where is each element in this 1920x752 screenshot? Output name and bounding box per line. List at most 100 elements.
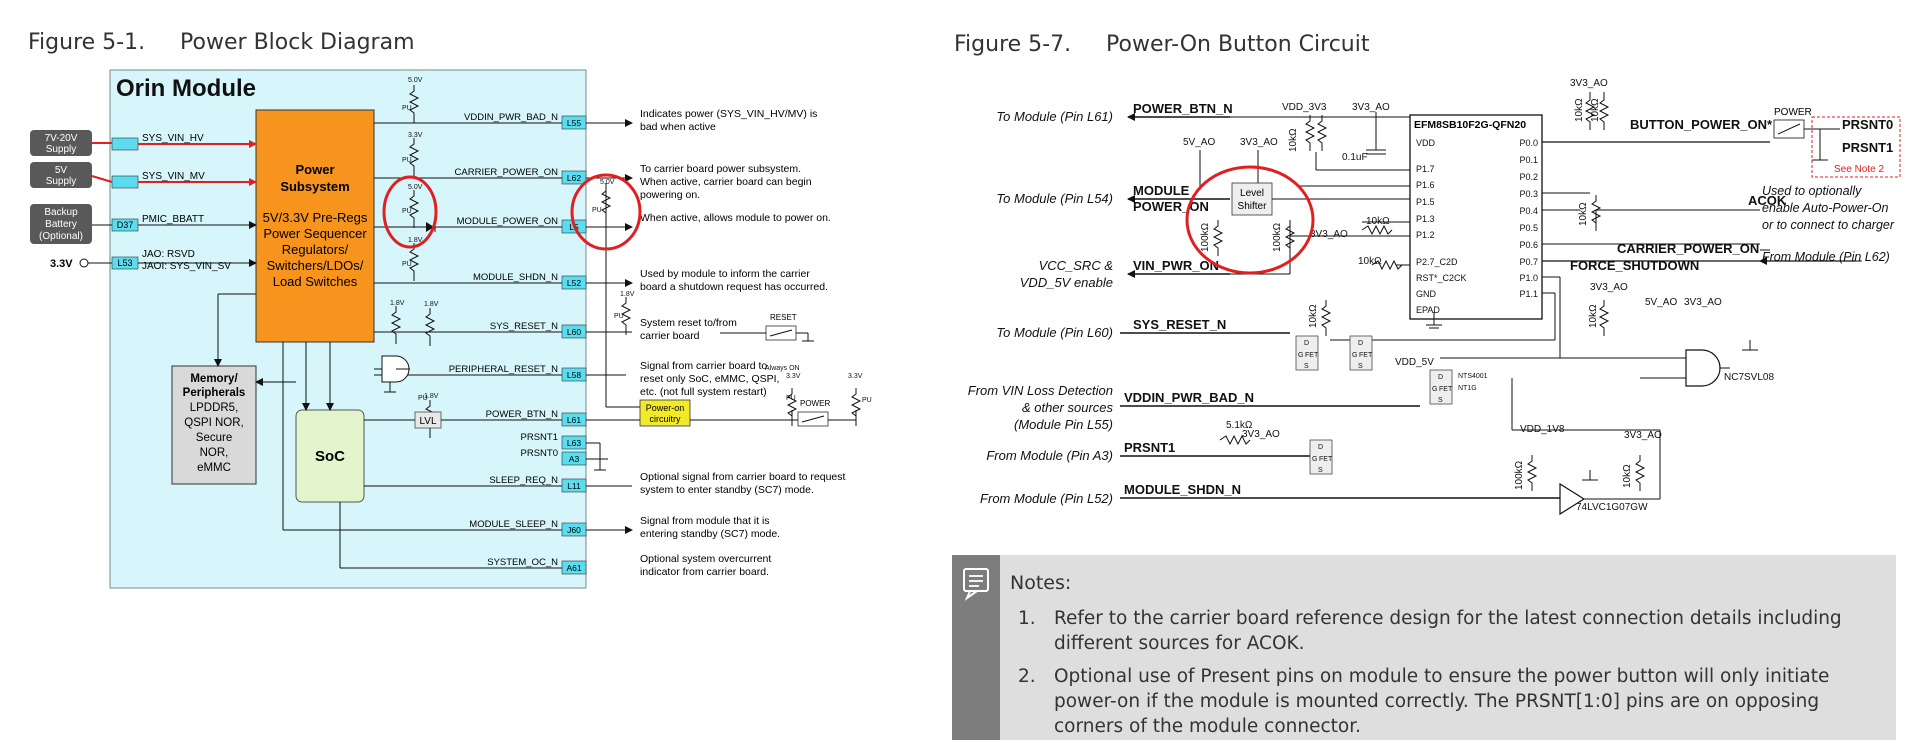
pin-desc-l52-0: Used by module to inform the carrier (640, 268, 810, 280)
pu-label-9: PU (862, 397, 872, 404)
lvc-label: 74LVC1G07GW (1576, 502, 1648, 513)
power-subsystem-desc-2: Power Sequencer (263, 226, 367, 241)
mcu-pin-l9: EPAD (1416, 305, 1440, 315)
v33-label-3: 3.3V (848, 373, 863, 380)
rail-3v3-ao-4: 3V3_AO (1310, 229, 1348, 240)
r-10k-3: 10kΩ (1590, 98, 1601, 122)
level-shifter-box (1231, 182, 1273, 216)
left-label-vcc-src: VCC_SRC & (1039, 258, 1113, 273)
pin-label-l63: L63 (567, 438, 581, 448)
mcu-name: EFM8SB10F2G-QFN20 (1414, 119, 1526, 131)
input-3v3-label: 3.3V (50, 258, 73, 270)
sig-acok: ACOK (1748, 193, 1787, 208)
input-5v-box (30, 162, 92, 188)
rail-vdd-3v3: VDD_3V3 (1282, 102, 1327, 113)
level-shifter-line1: Level (1240, 188, 1264, 199)
power-subsystem-box (255, 109, 375, 343)
mcu-box (1409, 114, 1543, 320)
fet4-g: G (1312, 456, 1317, 463)
rail-3v3-ao-5: 3V3_AO (1590, 282, 1628, 293)
pin-label-l58: L58 (567, 370, 581, 380)
pin-desc-l60-0: System reset to/from (640, 317, 737, 329)
fet2-fet: FET (1359, 352, 1373, 359)
r-10k-8: 10kΩ (1588, 304, 1599, 328)
prsnt-dashed-box (1811, 116, 1901, 178)
pin-desc-j60-0: Signal from module that it is (640, 515, 770, 527)
note-num-2: 2. (1018, 666, 1036, 687)
r-3v3-ao-small: 3V3_AO (1242, 429, 1280, 440)
pin-desc-l11-0: Optional signal from carrier board to re… (640, 471, 846, 483)
pin-signal-a61: SYSTEM_OC_N (487, 557, 558, 568)
memory-line-1: Memory/ (190, 373, 238, 385)
nc7-label: NC7SVL08 (1724, 372, 1774, 383)
v50-label-1: 5.0V (408, 77, 423, 84)
pu-label-3: PU (402, 208, 412, 215)
fet2-d: D (1358, 340, 1363, 347)
sig-vin-pwr-on: VIN_PWR_ON (1133, 258, 1219, 273)
see-note-2: See Note 2 (1834, 164, 1884, 175)
left-label-vdd5v: VDD_5V enable (1020, 275, 1113, 290)
pin-signal-l58: PERIPHERAL_RESET_N (449, 364, 558, 375)
pin-signal-l5: MODULE_POWER_ON (457, 216, 558, 227)
pin-d37: D37 (117, 220, 134, 230)
note-text-2: Optional use of Present pins on module t… (1054, 666, 1830, 737)
pu-label-8: PU (786, 395, 796, 402)
highlight-circle-2 (570, 173, 642, 251)
mcu-pin-r4: P0.4 (1519, 206, 1538, 216)
power-on-circuitry-line2: circuitry (650, 414, 681, 424)
mcu-pin-r3: P0.3 (1519, 189, 1538, 199)
left-label-l60: To Module (Pin L60) (996, 325, 1113, 340)
rail-3v3-ao-7: 3V3_AO (1624, 430, 1662, 441)
always-on-label: Always ON (765, 365, 800, 372)
fet1-s: S (1304, 363, 1309, 370)
rail-3v3-ao-1: 3V3_AO (1352, 102, 1390, 113)
fet3-s: S (1438, 397, 1443, 404)
pin-desc-l60-1: carrier board (640, 330, 700, 342)
left-label-l61: To Module (Pin L61) (996, 109, 1113, 124)
figure-title-power-block: Figure 5-1. Power Block Diagram (28, 30, 415, 55)
sig-prsnt0-right: PRSNT0 (1842, 117, 1893, 132)
input-5v-line1: 5V (55, 165, 68, 176)
sig-jao-rsvd: JAO: RSVD (142, 249, 195, 260)
pin-signal-l60: SYS_RESET_N (490, 321, 558, 332)
fet4-d: D (1318, 444, 1323, 451)
lvl-label: LVL (419, 416, 436, 427)
pin-desc-l62-1: When active, carrier board can begin (640, 176, 812, 188)
pin-label-l55: L55 (567, 118, 581, 128)
fet1-d: D (1304, 340, 1309, 347)
highlight-circle-3 (1185, 165, 1315, 275)
mcu-pin-r0: P0.0 (1519, 138, 1538, 148)
power-on-circuitry-box (639, 399, 691, 427)
mcu-pin-l4: P1.3 (1416, 214, 1435, 224)
pu-label-7: PU (614, 313, 624, 320)
left-label-a3: From Module (Pin A3) (986, 448, 1113, 463)
sig-module-2: POWER_ON (1133, 199, 1209, 214)
r-10k-5: 10kΩ (1366, 216, 1390, 227)
left-label-l54: To Module (Pin L54) (996, 191, 1113, 206)
mcu-pin-l6: P2.7_C2D (1416, 257, 1458, 267)
pin-desc-l52-1: board a shutdown request has occurred. (640, 281, 828, 293)
v33-label-2: 3.3V (786, 373, 801, 380)
input-battery-line1: Backup (44, 207, 78, 218)
pin-desc-l11-1: system to enter standby (SC7) mode. (640, 484, 814, 496)
input-7v-20v-box (30, 130, 92, 156)
r-10k-9: 10kΩ (1622, 464, 1633, 488)
power-subsystem-desc-4: Switchers/LDOs/ (267, 258, 364, 273)
r-100k-2: 100kΩ (1272, 222, 1283, 252)
pin-desc-j60-1: entering standby (SC7) mode. (640, 528, 780, 540)
sig-sys-vin-mv: SYS_VIN_MV (142, 171, 205, 182)
pu-label-1: PU (402, 105, 412, 112)
pin-signal-a3: PRSNT0 (521, 448, 558, 459)
mcu-pin-r6: P0.6 (1519, 240, 1538, 250)
fet2-g: G (1352, 352, 1357, 359)
power-switch-label: POWER (800, 399, 830, 408)
v50-label-2: 5.0V (408, 184, 423, 191)
notes-title: Notes: (1010, 572, 1072, 594)
pin-desc-l58-0: Signal from carrier board to (640, 360, 767, 372)
sig-carrier-power-on: CARRIER_POWER_ON (1617, 241, 1759, 256)
power-subsystem-desc-1: 5V/3.3V Pre-Regs (263, 210, 368, 225)
soc-label: SoC (315, 448, 345, 465)
power-on-circuitry-line1: Power-on (646, 403, 685, 413)
fet-group (1295, 335, 1453, 475)
